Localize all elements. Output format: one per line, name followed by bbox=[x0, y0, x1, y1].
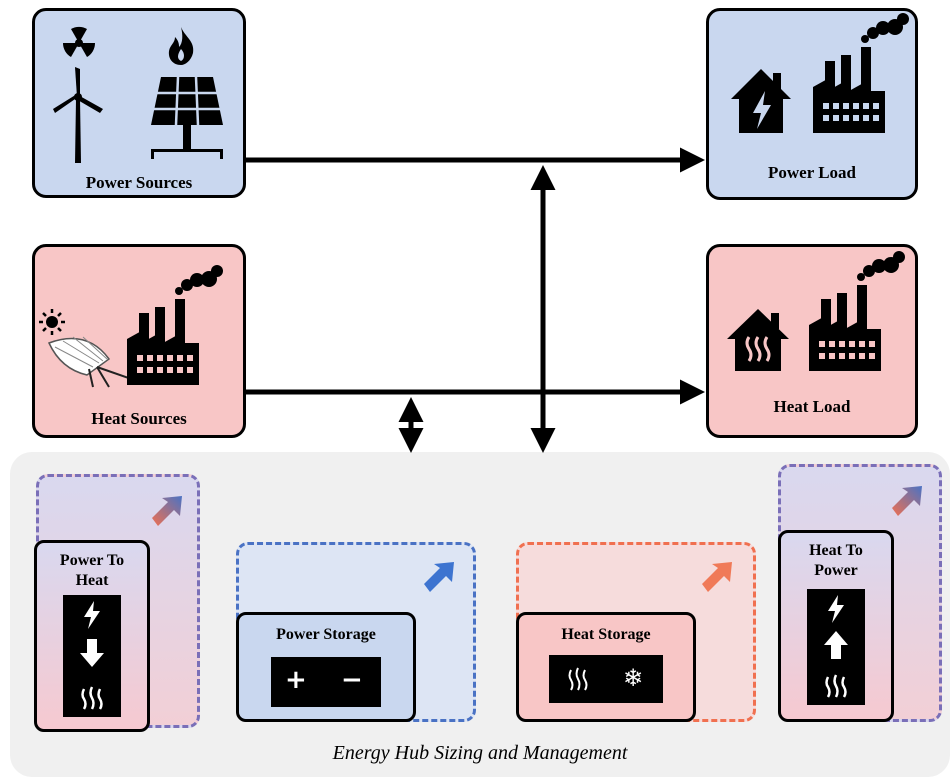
factory-icon bbox=[809, 251, 905, 371]
power-storage-box[interactable]: Power Storage + − bbox=[236, 612, 416, 722]
heat-waves-icon bbox=[568, 667, 588, 691]
heat-storage-box[interactable]: Heat Storage ❄ bbox=[516, 612, 696, 722]
power-to-heat-title: Power To Heat bbox=[59, 552, 125, 589]
factory-icon bbox=[127, 265, 223, 385]
house-lightning-icon bbox=[731, 69, 791, 133]
sizing-arrow-icon bbox=[424, 562, 454, 592]
heat-load-label: Heat Load bbox=[773, 397, 851, 416]
solar-dish-icon bbox=[47, 336, 138, 388]
heat-sources-box[interactable]: Heat Sources bbox=[32, 244, 246, 438]
snowflake-icon: ❄ bbox=[623, 664, 644, 692]
heat-to-power-title: Heat To Power bbox=[809, 542, 863, 579]
sizing-arrow-icon bbox=[892, 486, 922, 516]
arrow-up-icon bbox=[824, 631, 848, 659]
battery-icon: + − bbox=[271, 657, 381, 707]
heat-to-power-box[interactable]: Heat To Power bbox=[778, 530, 894, 722]
sizing-arrow-icon bbox=[702, 562, 732, 592]
power-load-label: Power Load bbox=[768, 163, 856, 182]
sun-icon bbox=[39, 309, 65, 335]
thermal-tank-icon: ❄ bbox=[549, 655, 663, 703]
heat-sources-label: Heat Sources bbox=[91, 409, 187, 428]
power-sources-label: Power Sources bbox=[85, 173, 193, 192]
factory-icon bbox=[813, 13, 909, 133]
power-sources-box[interactable]: Power Sources bbox=[32, 8, 246, 198]
solar-panel-icon bbox=[151, 76, 223, 159]
power-to-heat-panel bbox=[63, 595, 121, 717]
power-load-box[interactable]: Power Load bbox=[706, 8, 918, 200]
heat-waves-icon bbox=[825, 674, 847, 698]
wind-turbine-icon bbox=[53, 67, 103, 163]
power-storage-title: Power Storage bbox=[276, 626, 376, 643]
arrow-down-icon bbox=[80, 639, 104, 667]
hub-caption: Energy Hub Sizing and Management bbox=[332, 742, 628, 764]
lightning-icon bbox=[828, 595, 844, 623]
battery-plus: + bbox=[285, 665, 307, 695]
battery-minus: − bbox=[341, 665, 363, 695]
nuclear-icon bbox=[62, 26, 96, 57]
flame-icon bbox=[168, 27, 194, 65]
heat-waves-icon bbox=[81, 686, 103, 710]
house-heat-icon bbox=[727, 309, 789, 371]
lightning-icon bbox=[84, 601, 100, 629]
heat-storage-title: Heat Storage bbox=[561, 626, 651, 643]
heat-load-box[interactable]: Heat Load bbox=[706, 244, 918, 438]
heat-to-power-panel bbox=[807, 589, 865, 705]
power-to-heat-box[interactable]: Power To Heat bbox=[34, 540, 150, 732]
sizing-arrow-icon bbox=[152, 496, 182, 526]
